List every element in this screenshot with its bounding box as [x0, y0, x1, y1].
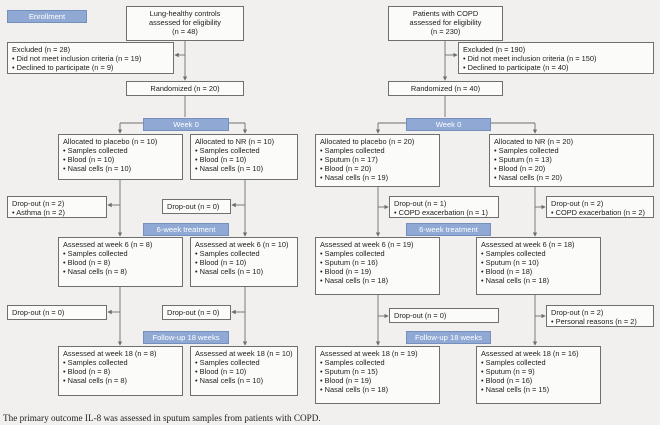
copd-placebo-week18-box: Assessed at week 18 (n = 19) • Samples c… [315, 346, 440, 404]
controls-randomized-box: Randomized (n = 20) [126, 81, 244, 96]
copd-placebo-week6-box: Assessed at week 6 (n = 19) • Samples co… [315, 237, 440, 295]
controls-placebo-week6-box: Assessed at week 6 (n = 8) • Samples col… [58, 237, 183, 287]
copd-nr-week6-box: Assessed at week 6 (n = 18) • Samples co… [476, 237, 601, 295]
controls-placebo-week18-box: Assessed at week 18 (n = 8) • Samples co… [58, 346, 183, 396]
controls-eligibility-box: Lung-healthy controls assessed for eligi… [126, 6, 244, 41]
copd-excluded-box: Excluded (n = 190) • Did not meet inclus… [458, 42, 654, 74]
copd-nr-allocation-box: Allocated to NR (n = 20) • Samples colle… [489, 134, 654, 187]
controls-6week-treatment-stage: 6-week treatment [143, 223, 229, 236]
copd-nr-dropout-week6-box: Drop-out (n = 2) • COPD exacerbation (n … [546, 196, 654, 218]
copd-followup-stage: Follow-up 18 weeks [406, 331, 491, 344]
copd-placebo-dropout-week6-box: Drop-out (n = 1) • COPD exacerbation (n … [389, 196, 499, 218]
controls-nr-week6-box: Assessed at week 6 (n = 10) • Samples co… [190, 237, 298, 287]
copd-week0-stage: Week 0 [406, 118, 491, 131]
copd-6week-treatment-stage: 6-week treatment [406, 223, 491, 236]
controls-followup-stage: Follow-up 18 weeks [143, 331, 229, 344]
copd-placebo-dropout-week18-box: Drop-out (n = 0) [389, 308, 499, 323]
controls-placebo-allocation-box: Allocated to placebo (n = 10) • Samples … [58, 134, 183, 180]
copd-nr-dropout-week18-box: Drop-out (n = 2) • Personal reasons (n =… [546, 305, 654, 327]
copd-nr-week18-box: Assessed at week 18 (n = 16) • Samples c… [476, 346, 601, 404]
controls-nr-allocation-box: Allocated to NR (n = 10) • Samples colle… [190, 134, 298, 180]
controls-excluded-box: Excluded (n = 28) • Did not meet inclusi… [7, 42, 174, 74]
copd-eligibility-box: Patients with COPD assessed for eligibil… [388, 6, 503, 41]
figure-caption: The primary outcome IL-8 was assessed in… [3, 413, 321, 423]
enrollment-tag: Enrollment [7, 10, 87, 23]
controls-placebo-dropout-week6-box: Drop-out (n = 2) • Asthma (n = 2) [7, 196, 107, 218]
controls-nr-week18-box: Assessed at week 18 (n = 10) • Samples c… [190, 346, 298, 396]
controls-placebo-dropout-week18-box: Drop-out (n = 0) [7, 305, 107, 320]
copd-randomized-box: Randomized (n = 40) [388, 81, 503, 96]
controls-nr-dropout-week18-box: Drop-out (n = 0) [162, 305, 231, 320]
copd-placebo-allocation-box: Allocated to placebo (n = 20) • Samples … [315, 134, 440, 187]
controls-nr-dropout-week6-box: Drop-out (n = 0) [162, 199, 231, 214]
controls-week0-stage: Week 0 [143, 118, 229, 131]
